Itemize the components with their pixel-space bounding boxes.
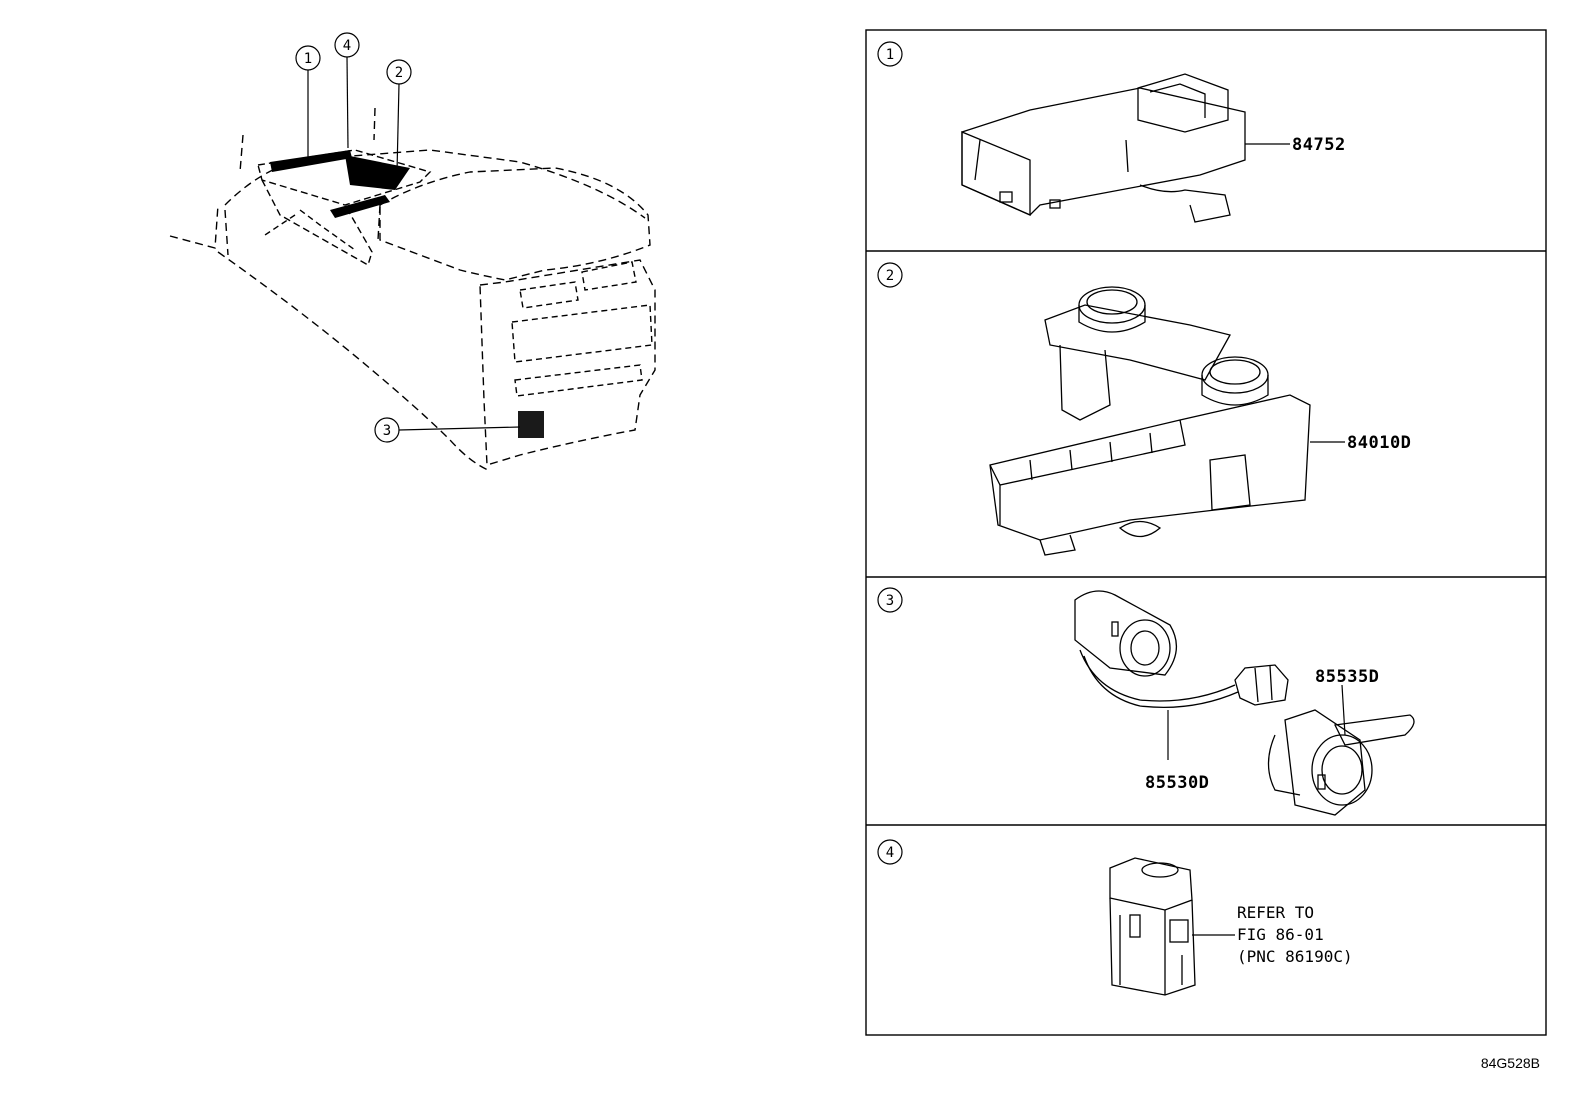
overview-callout-2: 2	[386, 59, 412, 173]
overview-callout-1: 1	[295, 45, 321, 160]
socket-85530D	[1074, 590, 1289, 708]
console-overview	[169, 107, 656, 471]
pnc-85530D: 85530D	[1145, 773, 1209, 793]
svg-text:4: 4	[886, 845, 894, 861]
console-switch-blocks	[270, 150, 544, 438]
figure-id: 84G528B	[1481, 1055, 1540, 1071]
refer-note-line-3: (PNC 86190C)	[1237, 947, 1353, 966]
svg-text:2: 2	[886, 268, 894, 284]
switch-assembly-84010D	[989, 286, 1311, 556]
switch-assembly-84752	[961, 73, 1246, 223]
svg-text:3: 3	[383, 423, 391, 439]
refer-note-line-2: FIG 86-01	[1237, 925, 1324, 944]
overview-callout-4: 4	[334, 32, 360, 149]
panel-4: 4 REFER TO FIG 86-01 (PNC 86190C)	[877, 839, 1353, 996]
pnc-84752: 84752	[1292, 135, 1346, 155]
pnc-85535D: 85535D	[1315, 667, 1379, 687]
pnc-84010D: 84010D	[1347, 433, 1411, 453]
panel-1: 1 84752	[877, 41, 1346, 223]
overview-callout-3: 3	[374, 417, 521, 443]
svg-text:3: 3	[886, 593, 894, 609]
panel-3: 3 85530D 85535D	[877, 587, 1415, 816]
switch-part	[1109, 857, 1196, 996]
svg-text:4: 4	[343, 38, 351, 54]
socket-cover-85535D	[1267, 709, 1415, 816]
svg-text:1: 1	[886, 47, 894, 63]
refer-note-line-1: REFER TO	[1237, 903, 1314, 922]
svg-text:1: 1	[304, 51, 312, 67]
panel-2: 2 84010D	[877, 262, 1411, 556]
panel-frame	[865, 29, 1547, 1036]
svg-text:2: 2	[395, 65, 403, 81]
